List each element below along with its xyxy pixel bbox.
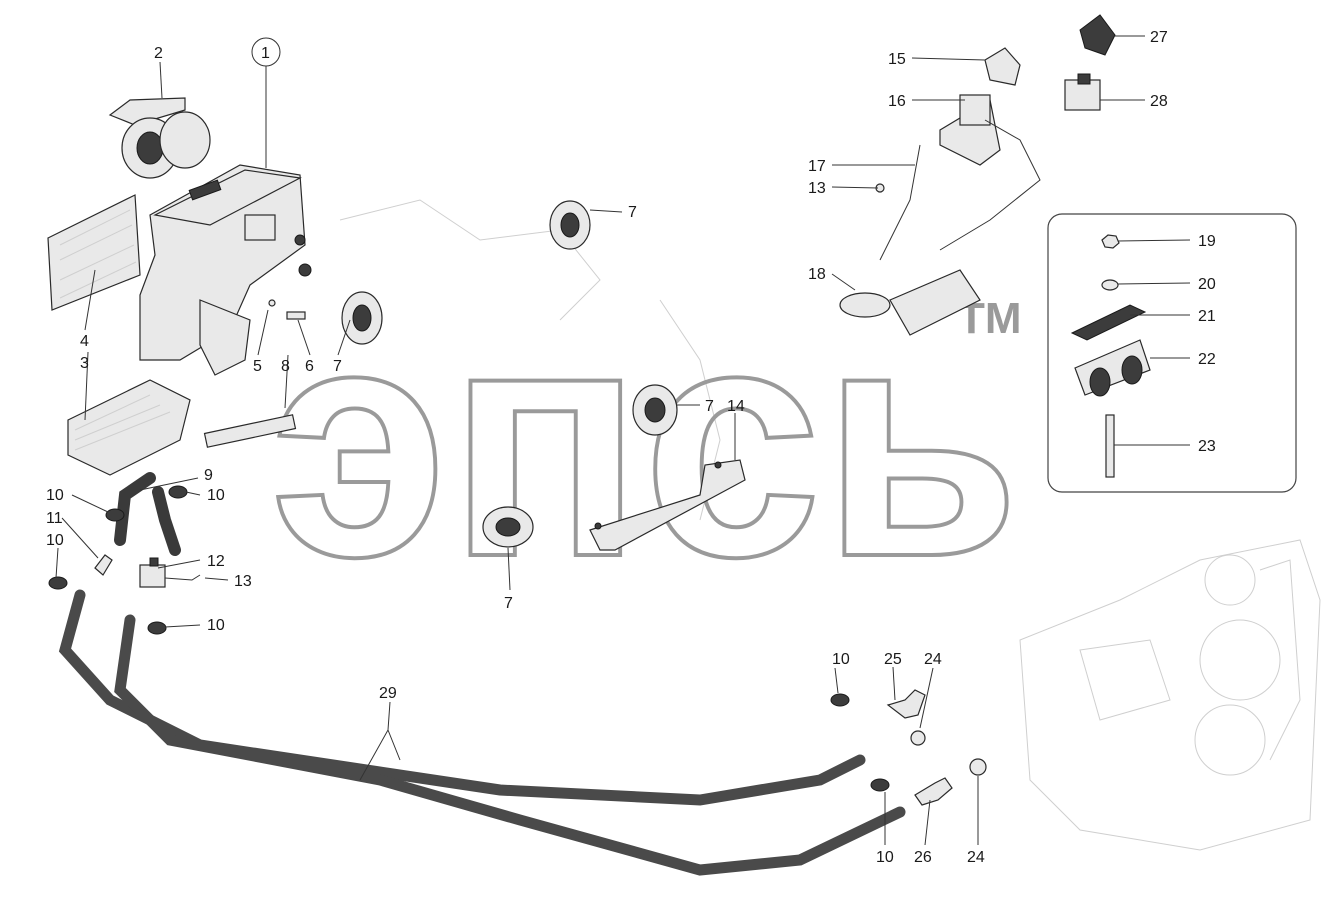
callout-10-c: 10: [46, 532, 64, 549]
callout-5: 5: [253, 358, 262, 375]
grommet-a: [549, 200, 591, 250]
callout-24-a: 24: [924, 651, 942, 668]
heater-housing: [139, 164, 312, 376]
callout-10-a: 10: [46, 487, 64, 504]
callout-13-b: 13: [808, 180, 826, 197]
fitting-13: [164, 574, 201, 581]
callout-labels: 1 2 4 3 5 8 6 7 7 7 14 7 9 10 10 11 10 1…: [46, 29, 1216, 866]
callout-3: 3: [80, 355, 89, 372]
callout-28: 28: [1150, 93, 1168, 110]
clamp-10c: [48, 576, 68, 590]
control-bracket: [939, 94, 1001, 166]
callout-19: 19: [1198, 233, 1216, 250]
stud-23: [1105, 414, 1115, 478]
callout-27: 27: [1150, 29, 1168, 46]
callout-9: 9: [204, 467, 213, 484]
callout-25: 25: [884, 651, 902, 668]
leader-lines: [55, 35, 1191, 846]
clamp-22: [1074, 339, 1151, 397]
callout-14: 14: [727, 398, 745, 415]
nut-19: [1101, 234, 1120, 249]
blower-motor: [108, 97, 211, 179]
clamp-10d: [147, 621, 167, 635]
bracket-hole: [594, 522, 602, 530]
short-hose-a: [114, 472, 156, 546]
callout-18: 18: [808, 266, 826, 283]
callout-10-b: 10: [207, 487, 225, 504]
long-hose-b: [114, 614, 906, 876]
callout-16: 16: [888, 93, 906, 110]
callout-24-b: 24: [967, 849, 985, 866]
callout-10-f: 10: [876, 849, 894, 866]
control-knob-15: [984, 47, 1021, 86]
watermark-logo: эпсь TM: [268, 254, 1022, 627]
callout-10-e: 10: [832, 651, 850, 668]
callout-13-a: 13: [234, 573, 252, 590]
control-knob-27: [1079, 14, 1116, 56]
callout-10-d: 10: [207, 617, 225, 634]
grommet-b: [341, 291, 383, 345]
heater-core: [67, 379, 191, 476]
plug-24b: [969, 758, 987, 776]
short-hose-b: [152, 486, 181, 556]
callout-6: 6: [305, 358, 314, 375]
fitting-26: [914, 777, 953, 806]
elbow-25: [886, 689, 926, 719]
washer-20: [1101, 279, 1119, 291]
detail-box: [1047, 213, 1297, 493]
clamp-10a: [105, 508, 125, 522]
valve-11: [94, 554, 113, 576]
callout-8: 8: [281, 358, 290, 375]
callout-11: 11: [46, 510, 63, 527]
callout-23: 23: [1198, 438, 1216, 455]
callout-1: 1: [261, 45, 270, 62]
bracket-14: [589, 459, 746, 551]
callout-17: 17: [808, 158, 826, 175]
control-cable-17: [879, 119, 1041, 261]
callout-2: 2: [154, 45, 163, 62]
callout-20: 20: [1198, 276, 1216, 293]
callout-7-b: 7: [333, 358, 342, 375]
switch-28: [1064, 73, 1101, 111]
cabin-filter: [47, 194, 141, 311]
long-hose-a: [58, 589, 866, 806]
callout-4: 4: [80, 333, 89, 350]
grommet-c: [632, 384, 678, 436]
clamp-10b: [168, 485, 188, 499]
callout-29: 29: [379, 685, 397, 702]
plate-21: [1070, 304, 1147, 341]
grommet-d: [482, 506, 534, 548]
clamp-10f: [870, 778, 890, 792]
watermark-text: эпсь: [270, 256, 1020, 625]
seal-strip: [203, 414, 297, 448]
tap-12: [139, 557, 166, 588]
bracket-hole: [714, 461, 722, 469]
screw-5: [268, 299, 276, 307]
plug-24a: [910, 730, 926, 746]
callout-15: 15: [888, 51, 906, 68]
bolt-6: [286, 311, 306, 320]
callout-7-a: 7: [628, 204, 637, 221]
callout-7-c: 7: [705, 398, 714, 415]
callout-21: 21: [1198, 308, 1216, 325]
callout-26: 26: [914, 849, 932, 866]
clamp-10e: [830, 693, 850, 707]
callout-22: 22: [1198, 351, 1216, 368]
callout-7-d: 7: [504, 595, 513, 612]
flap-18: [839, 269, 981, 336]
callout-12: 12: [207, 553, 225, 570]
